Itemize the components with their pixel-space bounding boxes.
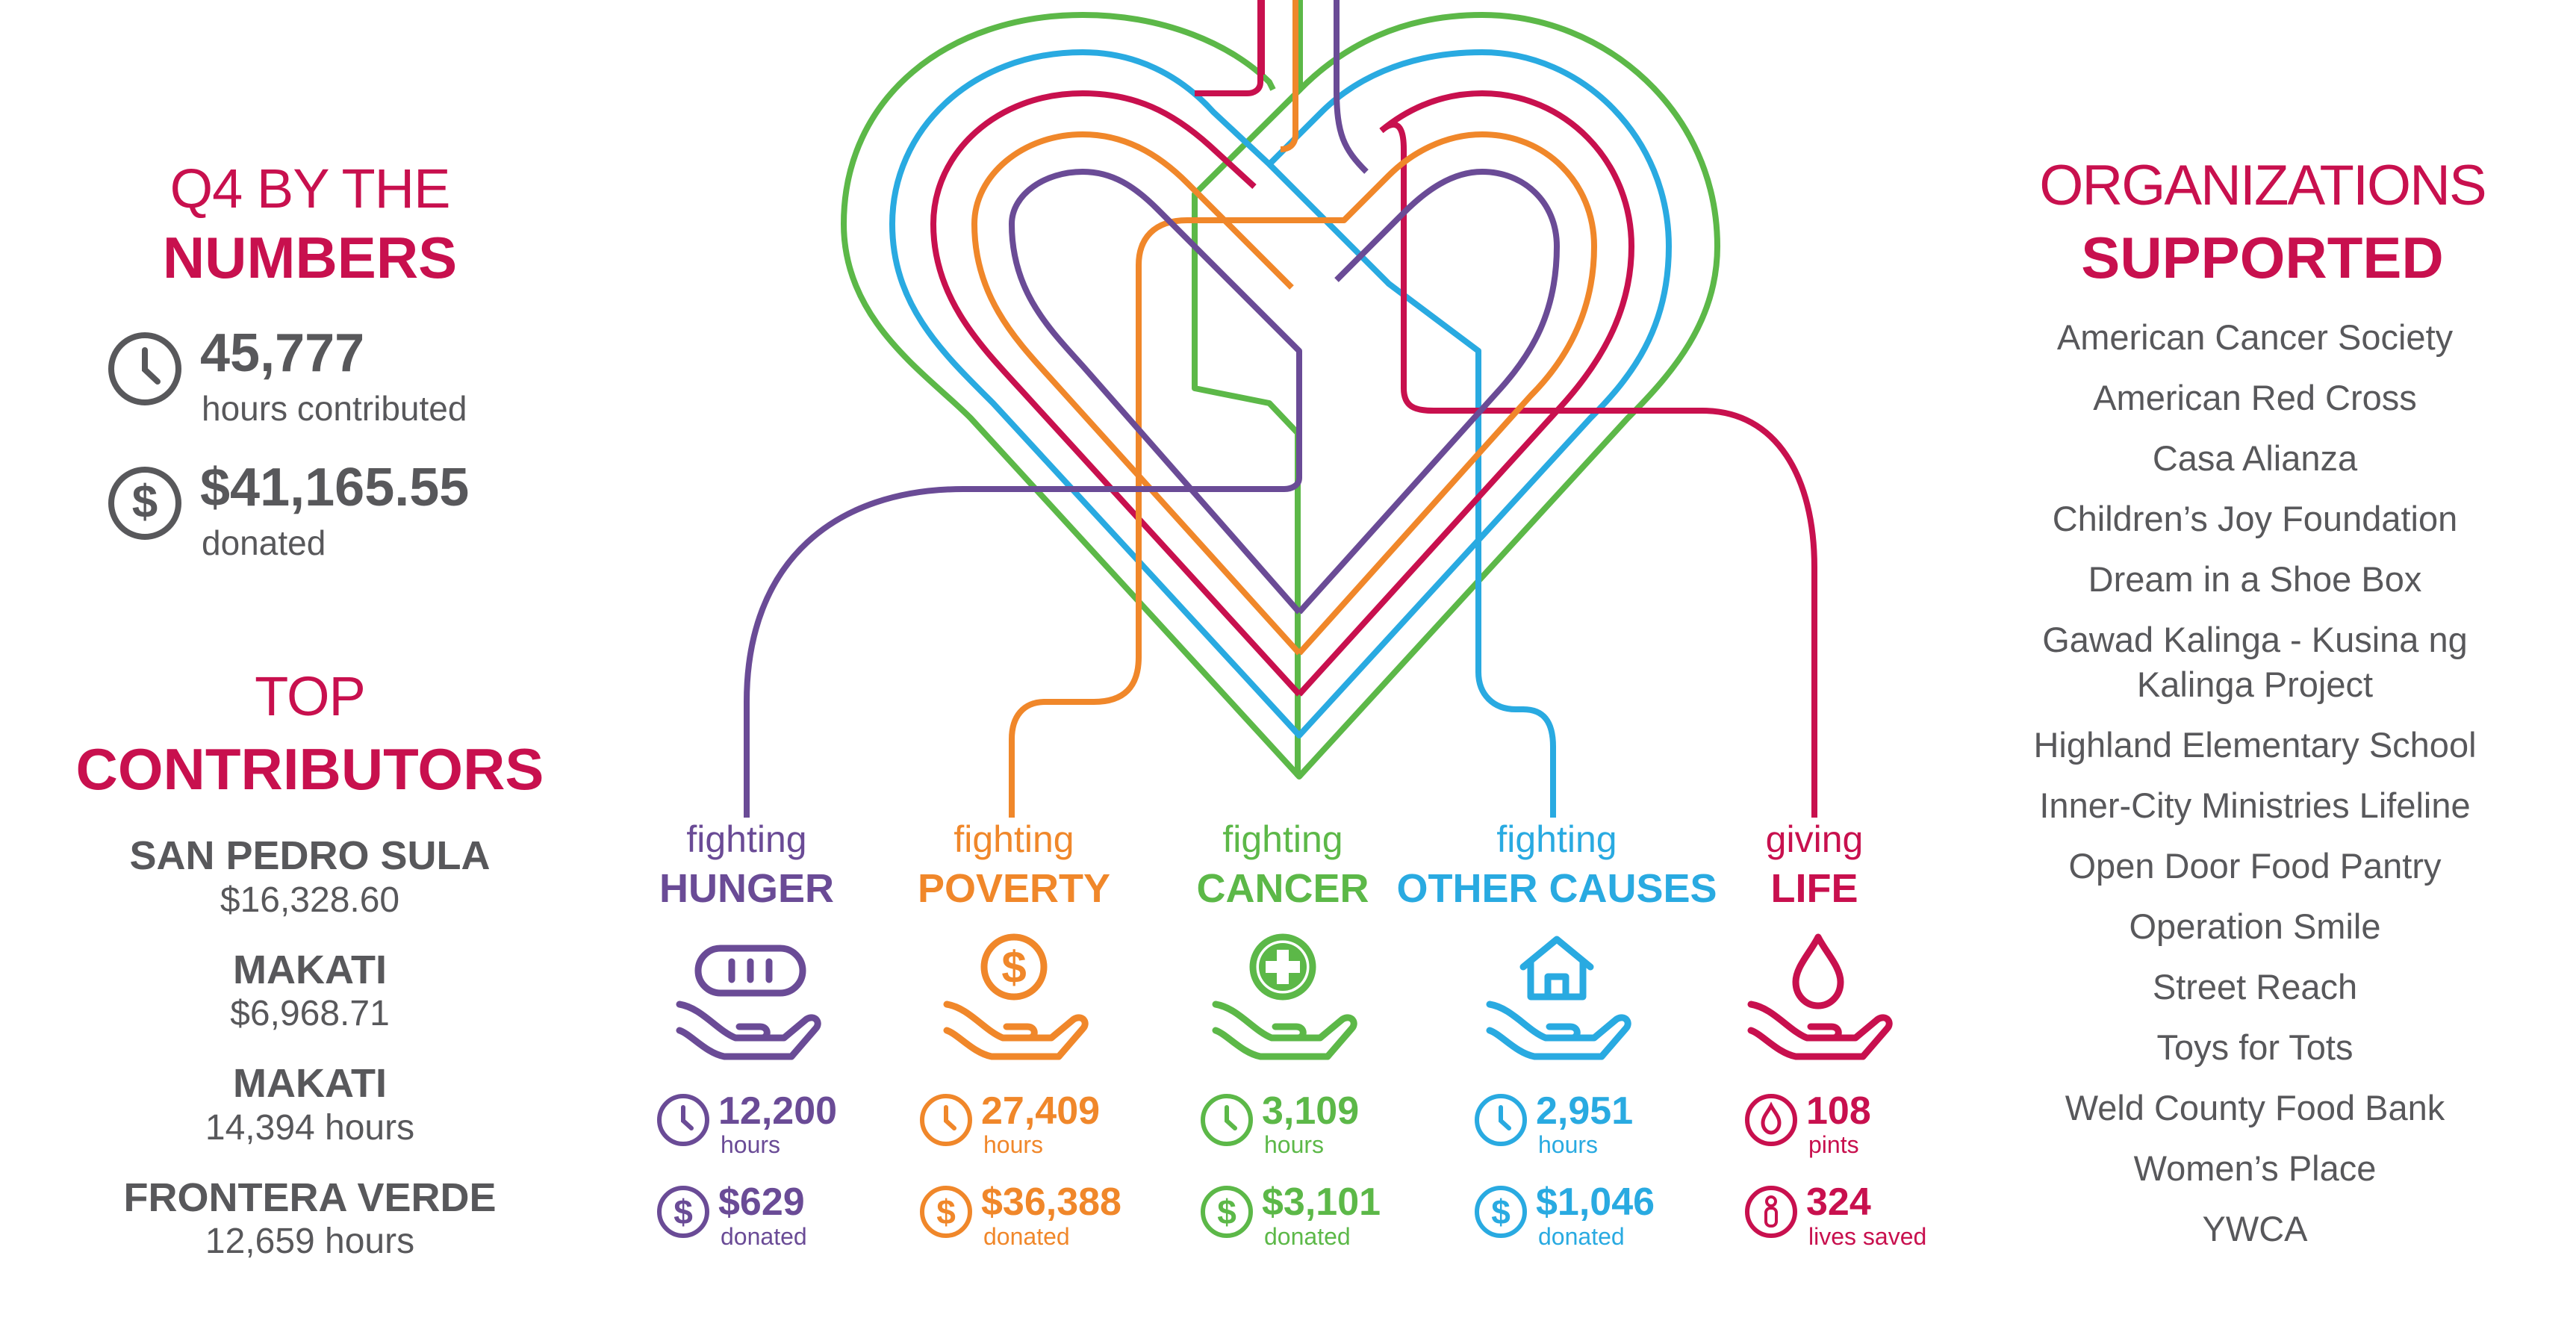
dollar-icon: $ — [920, 1186, 972, 1238]
heart-outline-orange — [971, 131, 1597, 818]
dollar-icon: $ — [108, 467, 181, 540]
organization-item: Open Door Food Pantry — [2068, 846, 2442, 886]
organizations-title-bold: SUPPORTED — [2081, 225, 2444, 290]
cancer-donated-label: donated — [1264, 1223, 1351, 1250]
heart-outline-red — [930, 90, 1634, 697]
blood-drop-in-hand-icon — [1747, 933, 1893, 1060]
hunger-donated-label: donated — [721, 1223, 807, 1250]
organization-item: Toys for Tots — [2156, 1027, 2353, 1067]
poverty-donated-value: $36,388 — [981, 1180, 1121, 1224]
contributor-name: MAKATI — [233, 1061, 387, 1106]
medical-cross-in-hand-icon — [1212, 933, 1357, 1060]
poverty-hours-value: 27,409 — [981, 1089, 1101, 1133]
donated-total-label: donated — [202, 523, 326, 562]
organization-item: YWCA — [2202, 1209, 2308, 1248]
heart-line-orange — [1280, 0, 1298, 152]
blood-drop-icon — [1745, 1094, 1797, 1146]
organization-item: Inner-City Ministries Lifeline — [2039, 785, 2471, 825]
contributors-title-bold: CONTRIBUTORS — [75, 736, 544, 802]
life-pints-value: 108 — [1806, 1089, 1871, 1133]
organization-item: Dream in a Shoe Box — [2088, 559, 2422, 599]
organization-item: American Cancer Society — [2056, 317, 2454, 357]
organization-item: Children’s Joy Foundation — [2052, 499, 2458, 538]
cause-name: POVERTY — [917, 866, 1111, 911]
clock-icon — [1475, 1094, 1527, 1146]
hunger-donated-value: $629 — [718, 1180, 805, 1224]
contributors-title-light: TOP — [255, 665, 366, 727]
organization-item: American Red Cross — [2093, 378, 2417, 417]
cause-prefix: giving — [1765, 818, 1864, 860]
dollar-icon: $ — [1201, 1186, 1253, 1238]
cause-prefix: fighting — [1496, 818, 1617, 860]
coin-in-hand-icon: $ — [943, 933, 1089, 1060]
cause-prefix: fighting — [953, 818, 1074, 860]
other-donated-value: $1,046 — [1536, 1180, 1655, 1224]
cause-name: HUNGER — [659, 866, 834, 911]
heart-line-blue — [1267, 162, 1556, 818]
cause-hunger: fighting HUNGER — [590, 818, 903, 1060]
contributor-name: FRONTERA VERDE — [123, 1175, 497, 1220]
organization-item: Gawad Kalinga - Kusina ng Kalinga Projec… — [2042, 620, 2468, 704]
cause-cancer: fighting CANCER — [1126, 818, 1440, 1060]
hunger-hours-value: 12,200 — [718, 1089, 838, 1133]
cause-name: OTHER CAUSES — [1396, 866, 1717, 911]
heart-line-purple — [1334, 0, 1369, 174]
life-pints-label: pints — [1808, 1131, 1859, 1158]
organizations-title-light: ORGANIZATIONS — [2039, 154, 2487, 217]
clock-icon — [108, 332, 181, 405]
life-saved-value: 324 — [1806, 1180, 1871, 1224]
contributor-value: 12,659 hours — [205, 1222, 415, 1261]
contributor-name: MAKATI — [233, 948, 387, 992]
contributor-value: $16,328.60 — [220, 880, 400, 920]
dollar-icon: $ — [657, 1186, 709, 1238]
organizations-list: American Cancer Society American Red Cro… — [1971, 315, 2539, 1267]
hunger-hours-label: hours — [721, 1131, 781, 1158]
organization-item: Casa Alianza — [2152, 438, 2358, 478]
cause-name: LIFE — [1770, 866, 1858, 911]
heart-line-red — [1195, 0, 1817, 818]
hours-total-label: hours contributed — [202, 389, 467, 428]
organization-item: Women’s Place — [2133, 1148, 2377, 1188]
person-icon — [1745, 1186, 1797, 1238]
heart-outline-purple — [744, 169, 1560, 818]
contributor-value: 14,394 hours — [205, 1108, 415, 1148]
clock-icon — [1201, 1094, 1253, 1146]
cancer-donated-value: $3,101 — [1262, 1180, 1381, 1224]
contributor-value: $6,968.71 — [230, 994, 390, 1033]
other-hours-value: 2,951 — [1536, 1089, 1634, 1133]
poverty-hours-label: hours — [983, 1131, 1044, 1158]
other-hours-label: hours — [1538, 1131, 1599, 1158]
cancer-hours-label: hours — [1264, 1131, 1325, 1158]
organization-item: Weld County Food Bank — [2065, 1088, 2445, 1127]
life-saved-label: lives saved — [1808, 1223, 1927, 1250]
contributor-name: SAN PEDRO SULA — [129, 833, 491, 878]
cause-name: CANCER — [1196, 866, 1369, 911]
heart-outline-green — [841, 12, 1720, 780]
heart-line-green — [1192, 0, 1303, 777]
hours-total-value: 45,777 — [200, 323, 365, 383]
bread-in-hand-icon — [676, 945, 821, 1060]
dollar-icon: $ — [1475, 1186, 1527, 1238]
numbers-title-bold: NUMBERS — [162, 225, 458, 290]
donated-total-value: $41,165.55 — [200, 458, 470, 517]
other-donated-label: donated — [1538, 1223, 1625, 1250]
organization-item: Operation Smile — [2129, 906, 2381, 946]
cause-life: giving LIFE — [1665, 818, 1964, 1060]
clock-icon — [657, 1094, 709, 1146]
organization-item: Highland Elementary School — [2033, 725, 2477, 765]
cancer-hours-value: 3,109 — [1262, 1089, 1360, 1133]
clock-icon — [920, 1094, 972, 1146]
numbers-title-light: Q4 BY THE — [169, 158, 451, 220]
poverty-donated-label: donated — [983, 1223, 1070, 1250]
organization-item: Street Reach — [2152, 967, 2358, 1007]
house-in-hand-icon — [1486, 936, 1631, 1060]
cause-prefix: fighting — [686, 818, 807, 860]
cause-other: fighting OTHER CAUSES — [1396, 818, 1717, 1060]
svg-text:$: $ — [1001, 942, 1026, 992]
cause-prefix: fighting — [1222, 818, 1343, 860]
cause-poverty: fighting POVERTY $ — [857, 818, 1171, 1060]
